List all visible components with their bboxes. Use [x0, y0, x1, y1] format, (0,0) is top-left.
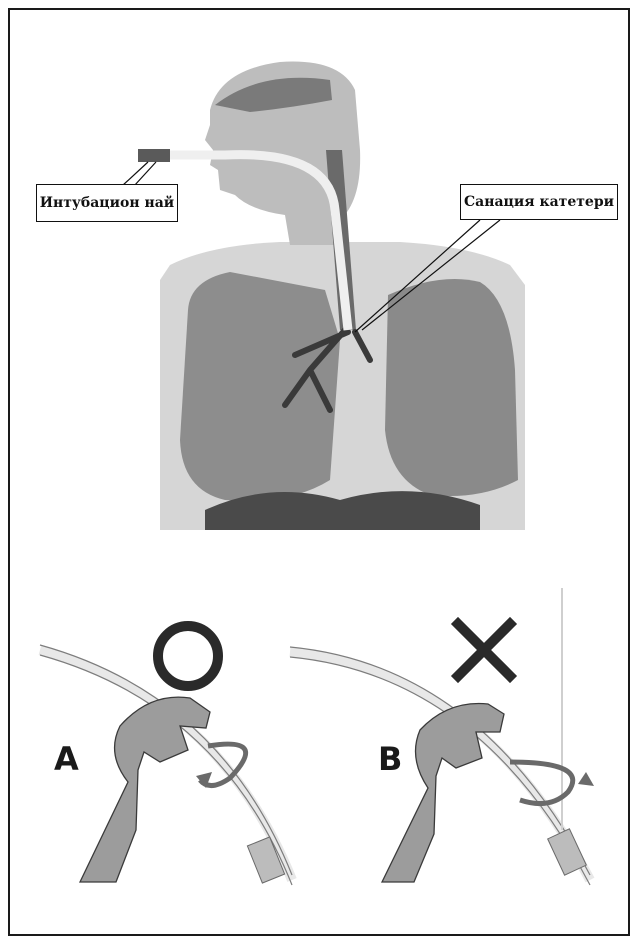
intubation-tube-label: Интубацион най — [36, 184, 178, 222]
anatomy-illustration — [10, 10, 632, 938]
correct-mark-circle — [158, 626, 218, 686]
glove-hand-a — [80, 697, 210, 882]
suction-catheter-label: Санация катетери — [460, 184, 618, 220]
panel-a-letter: A — [54, 740, 79, 778]
intubation-pointer — [122, 162, 156, 186]
figure-frame: Интубацион най Санация катетери A B — [8, 8, 630, 936]
panel-b-letter: B — [378, 740, 402, 778]
catheter-connector-b — [548, 829, 587, 875]
tube-connector — [138, 149, 170, 162]
incorrect-mark-cross — [458, 624, 510, 676]
glove-hand-b — [382, 704, 504, 882]
panel-b-illustration — [290, 588, 594, 885]
right-lung — [385, 279, 518, 496]
